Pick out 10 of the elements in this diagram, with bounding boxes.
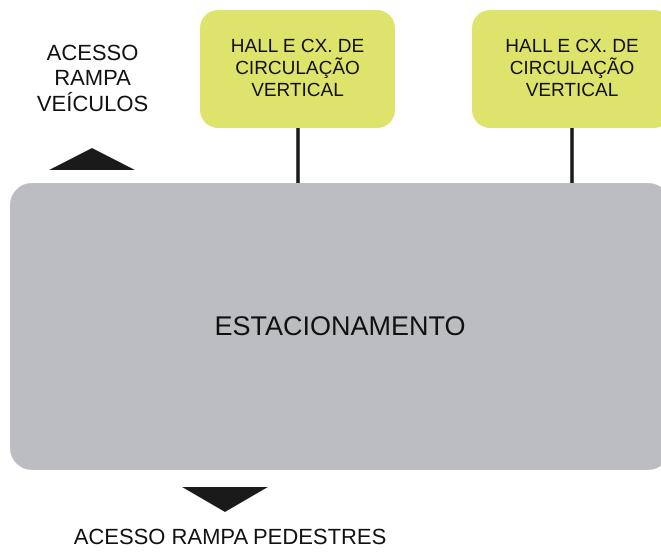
connector-line bbox=[570, 128, 574, 183]
access-label: ACESSO RAMPA PEDESTRES bbox=[72, 524, 388, 550]
box-label: HALL E CX. DE CIRCULAÇÃO VERTICAL bbox=[230, 36, 366, 102]
box-label: HALL E CX. DE CIRCULAÇÃO VERTICAL bbox=[504, 36, 640, 102]
access-label: ACESSO RAMPA VEÍCULOS bbox=[36, 40, 150, 116]
box-label: ESTACIONAMENTO bbox=[214, 310, 466, 342]
circulation-box bbox=[200, 10, 395, 128]
connector-line bbox=[296, 128, 300, 183]
circulation-box bbox=[472, 10, 661, 128]
parking-area-box bbox=[10, 183, 661, 470]
